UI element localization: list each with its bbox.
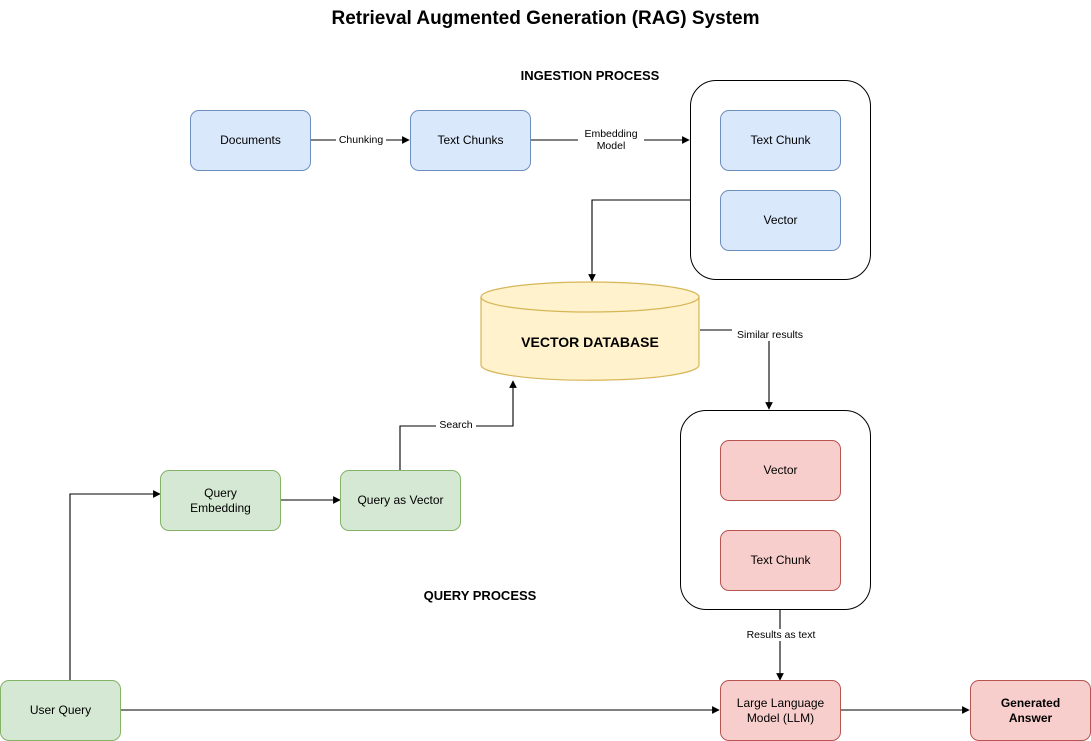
stored-text-chunk-node[interactable]: Text Chunk	[720, 110, 841, 171]
similar-results-edge-label: Similar results	[732, 329, 808, 341]
search-edge-label: Search	[436, 419, 476, 431]
llm-label: Large Language Model (LLM)	[736, 695, 825, 725]
query-as-vector-label: Query as Vector	[357, 493, 444, 507]
llm-node[interactable]: Large Language Model (LLM)	[720, 680, 841, 741]
edge-user-query-to-embedding	[69, 490, 161, 680]
edge-store-to-database	[588, 199, 690, 282]
documents-node[interactable]: Documents	[190, 110, 311, 171]
result-vector-node[interactable]: Vector	[720, 440, 841, 501]
documents-label: Documents	[220, 133, 281, 147]
text-chunks-node[interactable]: Text Chunks	[410, 110, 531, 171]
query-embedding-label: Query Embedding	[190, 485, 251, 515]
result-text-chunk-node[interactable]: Text Chunk	[720, 530, 841, 591]
edge-database-to-results	[700, 329, 773, 410]
embedding-model-edge-label: Embedding Model	[578, 128, 644, 152]
ingestion-section-heading: INGESTION PROCESS	[520, 68, 660, 83]
vector-database-label: VECTOR DATABASE	[521, 334, 659, 350]
diagram-title: Retrieval Augmented Generation (RAG) Sys…	[331, 8, 760, 29]
chunking-edge-label: Chunking	[336, 134, 386, 146]
stored-vector-node[interactable]: Vector	[720, 190, 841, 251]
generated-answer-node[interactable]: Generated Answer	[970, 680, 1091, 741]
text-chunks-label: Text Chunks	[437, 133, 504, 147]
result-vector-label: Vector	[763, 463, 798, 477]
query-as-vector-node[interactable]: Query as Vector	[340, 470, 461, 531]
stored-text-chunk-label: Text Chunk	[750, 133, 811, 147]
user-query-node[interactable]: User Query	[0, 680, 121, 741]
generated-answer-label: Generated Answer	[1000, 695, 1061, 725]
query-section-heading: QUERY PROCESS	[423, 588, 537, 603]
vector-database-node[interactable]	[478, 280, 704, 384]
results-as-text-edge-label: Results as text	[740, 629, 822, 641]
query-embedding-node[interactable]: Query Embedding	[160, 470, 281, 531]
result-text-chunk-label: Text Chunk	[750, 553, 811, 567]
stored-vector-label: Vector	[763, 213, 798, 227]
user-query-label: User Query	[29, 703, 92, 717]
